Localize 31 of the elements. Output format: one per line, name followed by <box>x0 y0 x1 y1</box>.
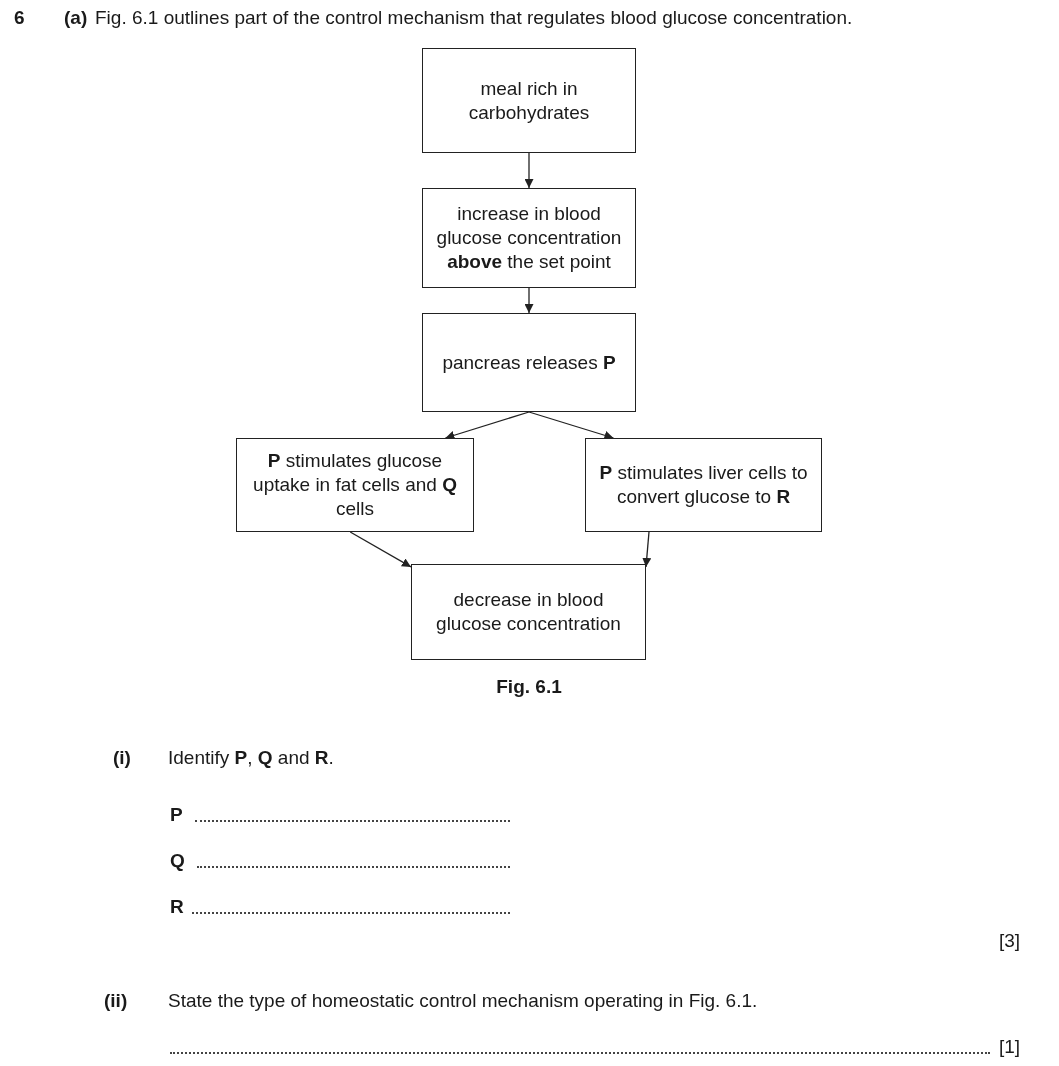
box-text: increase in blood glucose concentration above the set point <box>435 202 623 274</box>
arrow <box>524 287 534 314</box>
process-box <box>585 438 822 532</box>
part-label: (a) <box>64 7 88 29</box>
figure-caption: Fig. 6.1 <box>496 676 562 698</box>
arrow <box>349 531 412 568</box>
question-text: State the type of homeostatic control mechanism operating in Fig. 6.1. <box>168 990 758 1012</box>
mark-allocation: [3] <box>999 930 1021 952</box>
mark-allocation: [1] <box>999 1036 1021 1058</box>
answer-label: P <box>170 804 183 826</box>
process-box <box>422 48 636 153</box>
question-text: Fig. 6.1 outlines part of the control mechanism that regulates blood glucose concentration. <box>95 7 853 29</box>
arrow <box>444 411 530 440</box>
part-label: (i) <box>113 747 131 769</box>
process-box <box>411 564 646 660</box>
question-text: Identify P, Q and R. <box>168 747 334 769</box>
arrow <box>642 531 652 568</box>
box-text: decrease in blood glucose concentration <box>435 588 622 636</box>
process-box <box>422 313 636 412</box>
box-text: pancreas releases P <box>441 350 617 375</box>
process-box <box>236 438 474 532</box>
box-text: P stimulates glucose uptake in fat cells and Q cells <box>252 449 458 521</box>
question-number: 6 <box>14 7 25 29</box>
part-label: (ii) <box>104 990 128 1012</box>
answer-label: R <box>170 896 184 918</box>
arrow <box>524 152 534 189</box>
process-box <box>422 188 636 288</box>
arrow <box>528 411 615 440</box>
box-text: P stimulates liver cells to convert glucose to R <box>598 461 809 509</box>
answer-label: Q <box>170 850 185 872</box>
box-text: meal rich in carbohydrates <box>467 76 591 125</box>
